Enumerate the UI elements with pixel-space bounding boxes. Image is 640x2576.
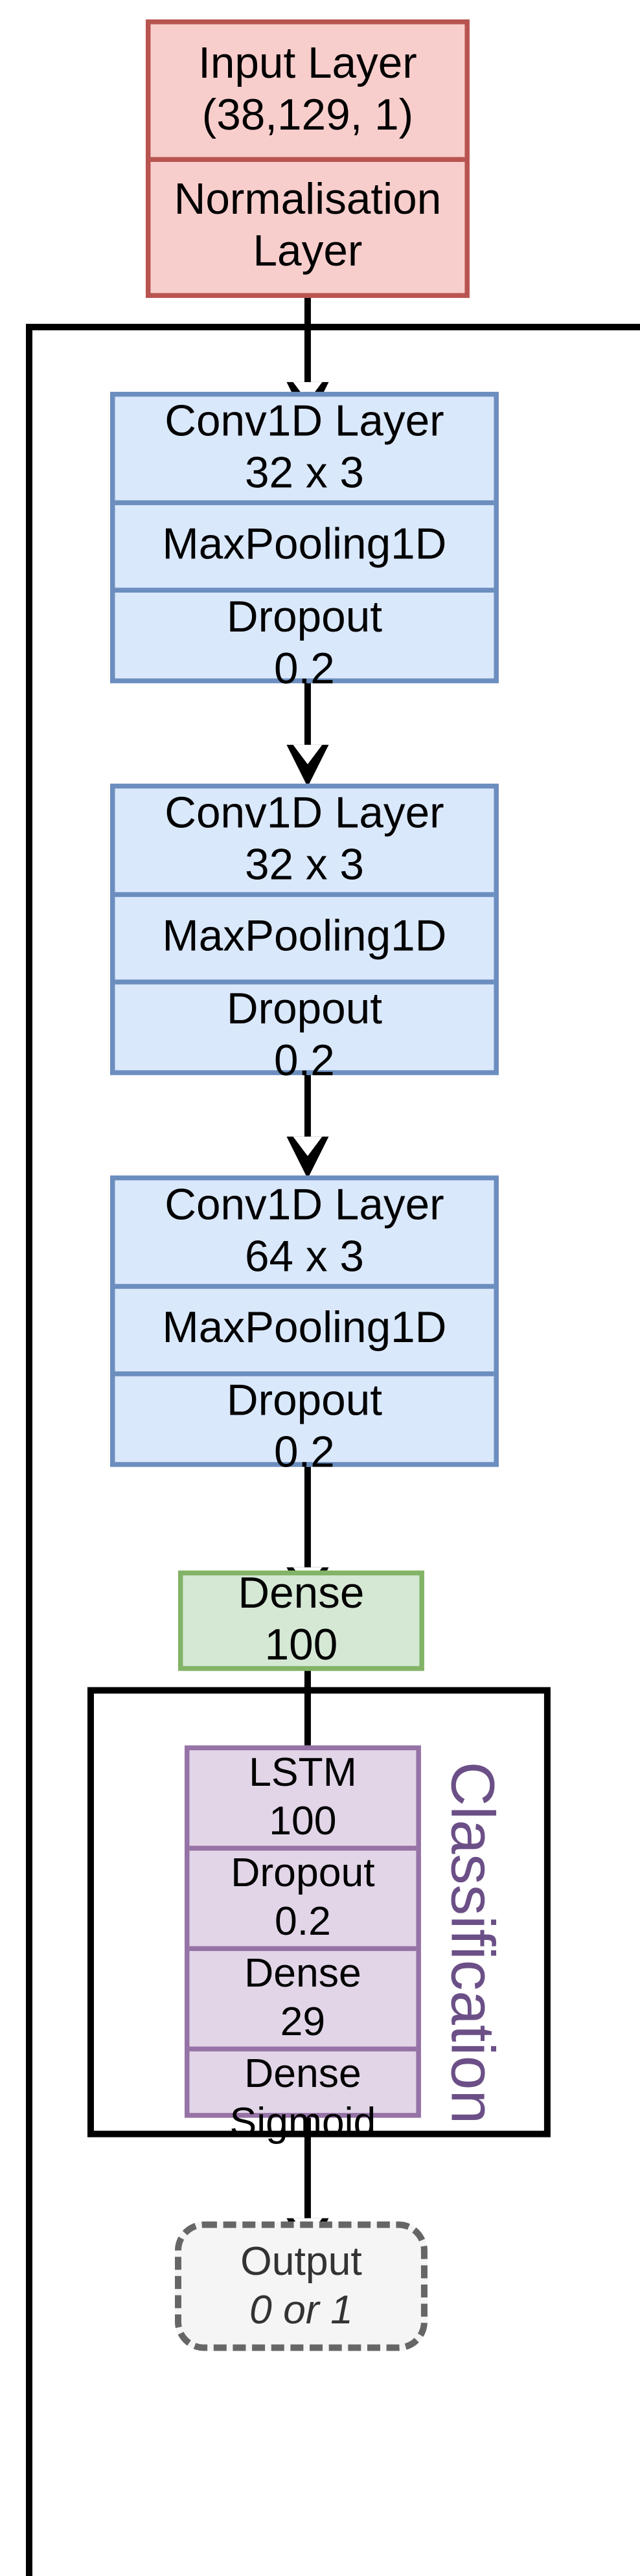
maxpooling1d-cell-1: MaxPooling1D <box>115 499 494 587</box>
conv1d-layer-2-line1: Conv1D Layer <box>165 788 444 838</box>
dense-29-cell: Dense 29 <box>189 1946 417 2047</box>
conv1d-layer-1-line1: Conv1D Layer <box>165 396 444 446</box>
maxpooling1d-cell-2: MaxPooling1D <box>115 891 494 979</box>
maxpooling1d-2-line1: MaxPooling1D <box>162 912 447 961</box>
classification-block: LSTM 100 Dropout 0.2 Dense 29 Dense Sigm… <box>184 1745 421 2145</box>
dropout-1-line2: 0.2 <box>273 643 335 692</box>
maxpooling1d-1-line1: MaxPooling1D <box>162 520 447 569</box>
conv1d-layer-cell-2: Conv1D Layer 32 x 3 <box>115 788 494 891</box>
dense-29-line1: Dense <box>244 1951 361 1997</box>
output-line1: Output <box>240 2239 362 2285</box>
connector-conv2-to-conv3 <box>286 1075 329 1179</box>
dropout-cell-1: Dropout 0.2 <box>115 587 494 696</box>
normalisation-layer-line1: Normalisation <box>174 175 442 224</box>
dense-sigmoid-line1: Dense <box>244 2051 361 2097</box>
dropout-cell-3: Dropout 0.2 <box>115 1371 494 1479</box>
output-line2: 0 or 1 <box>249 2288 353 2334</box>
dropout-cell-lstm: Dropout 0.2 <box>189 1845 417 1946</box>
conv1d-layer-3-line2: 64 x 3 <box>244 1231 364 1281</box>
dense-sigmoid-cell: Dense Sigmoid <box>189 2046 417 2147</box>
dropout-1-line1: Dropout <box>226 592 383 641</box>
input-layer-line1: Input Layer <box>198 38 417 87</box>
input-layer-line2: (38,129, 1) <box>201 90 414 139</box>
connector-conv1-to-conv2 <box>286 683 329 787</box>
conv1d-layer-cell-1: Conv1D Layer 32 x 3 <box>115 396 494 499</box>
input-layer-cell: Input Layer (38,129, 1) <box>150 24 464 156</box>
maxpooling1d-cell-3: MaxPooling1D <box>115 1283 494 1371</box>
dense-100-line1: Dense <box>238 1569 365 1618</box>
dense-sigmoid-line2: Sigmoid <box>229 2099 376 2145</box>
feature-extraction-frame <box>25 323 640 2576</box>
lstm-line2: 100 <box>269 1797 337 1843</box>
classification-label: Classification <box>437 1761 505 2125</box>
dropout-lstm-line1: Dropout <box>231 1851 375 1897</box>
conv1d-layer-2-line2: 32 x 3 <box>244 839 364 889</box>
conv1d-layer-cell-3: Conv1D Layer 64 x 3 <box>115 1180 494 1283</box>
conv-block-2: Conv1D Layer 32 x 3 MaxPooling1D Dropout… <box>109 783 499 1084</box>
normalisation-layer-line2: Layer <box>253 227 363 276</box>
input-block: Input Layer (38,129, 1) Normalisation La… <box>145 19 470 298</box>
dropout-3-line1: Dropout <box>226 1376 383 1425</box>
dense-29-line2: 29 <box>280 1998 326 2044</box>
conv-block-1: Conv1D Layer 32 x 3 MaxPooling1D Dropout… <box>109 391 499 692</box>
output-block: Output 0 or 1 <box>174 2221 428 2351</box>
lstm-cell: LSTM 100 <box>189 1750 416 1845</box>
dense-100-block: Dense 100 <box>177 1569 424 1671</box>
dropout-2-line1: Dropout <box>226 984 383 1033</box>
dense-100-line2: 100 <box>264 1621 338 1670</box>
lstm-line1: LSTM <box>249 1750 357 1796</box>
dropout-lstm-line2: 0.2 <box>274 1898 331 1944</box>
dropout-3-line2: 0.2 <box>273 1427 335 1476</box>
maxpooling1d-3-line1: MaxPooling1D <box>162 1303 447 1352</box>
dropout-cell-2: Dropout 0.2 <box>115 979 494 1088</box>
dropout-2-line2: 0.2 <box>273 1035 335 1084</box>
conv1d-layer-3-line1: Conv1D Layer <box>165 1180 444 1229</box>
normalisation-layer-cell: Normalisation Layer <box>150 156 465 293</box>
conv-block-3: Conv1D Layer 64 x 3 MaxPooling1D Dropout… <box>109 1175 499 1476</box>
conv1d-layer-1-line2: 32 x 3 <box>244 448 364 497</box>
classification-frame <box>87 1687 551 2137</box>
